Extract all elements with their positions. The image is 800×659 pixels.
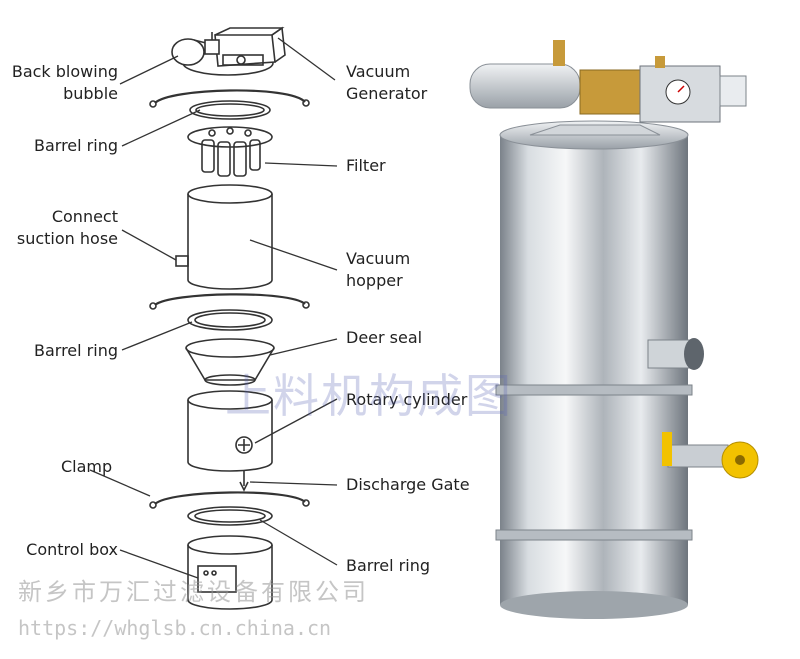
leader-lines	[89, 37, 338, 579]
label-barrel-ring-middle: Barrel ring	[34, 341, 118, 360]
filter-part	[187, 126, 273, 177]
label-vacuum-hopper: Vacuum hopper	[346, 248, 410, 292]
label-vacuum-hopper-line1: Vacuum	[346, 249, 411, 268]
barrel-ring-middle-part	[149, 293, 310, 331]
label-connect-line1: Connect	[51, 207, 118, 226]
label-filter: Filter	[346, 156, 386, 175]
label-back-blowing-line2: bubble	[63, 84, 118, 103]
label-barrel-ring-top: Barrel ring	[34, 136, 118, 155]
back-blowing-bubble-part	[171, 32, 220, 66]
label-connect-suction-hose: Connect suction hose	[0, 206, 118, 250]
label-control-box: Control box	[26, 540, 118, 559]
label-back-blowing-bubble: Back blowing bubble	[0, 61, 118, 105]
label-deer-seal: Deer seal	[346, 328, 423, 347]
barrel-ring-top-part	[149, 89, 310, 120]
vacuum-hopper-part	[175, 184, 273, 290]
label-barrel-ring-bottom: Barrel ring	[346, 556, 430, 575]
label-vacuum-generator-line1: Vacuum	[346, 62, 411, 81]
label-discharge-gate: Discharge Gate	[346, 475, 470, 494]
clamp-part	[149, 491, 310, 526]
control-box-part	[187, 535, 273, 610]
label-vacuum-generator-line2: Generator	[346, 84, 428, 103]
label-vacuum-hopper-line2: hopper	[346, 271, 403, 290]
label-rotary-cylinder: Rotary cylinder	[346, 390, 468, 409]
rotary-cylinder-part	[187, 390, 273, 492]
label-clamp: Clamp	[61, 457, 113, 476]
deer-seal-part	[185, 338, 275, 386]
label-connect-line2: suction hose	[16, 229, 118, 248]
watermark-company: 新乡市万汇过滤设备有限公司	[18, 578, 369, 606]
vacuum-loader-photo	[469, 40, 759, 619]
label-back-blowing-line1: Back blowing	[11, 62, 118, 81]
watermark-center: 上料机构成图	[225, 369, 513, 423]
label-vacuum-generator: Vacuum Generator	[346, 61, 427, 105]
watermark-url: https://whglsb.cn.china.cn	[18, 616, 332, 640]
